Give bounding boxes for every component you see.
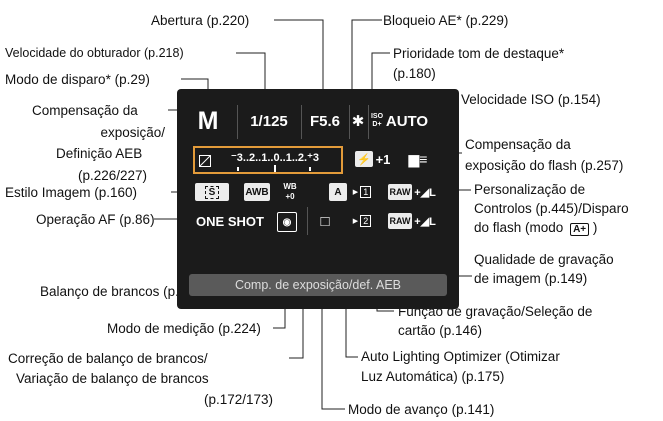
label-personalizacao-text: do flash (modo (474, 220, 564, 235)
label-abertura: Abertura (p.220) (151, 13, 250, 28)
wb-correction[interactable]: WB +0 (280, 180, 300, 204)
label-comp-flash-1: Compensação da (465, 137, 571, 152)
label-modo-disparo: Modo de disparo* (p.29) (5, 72, 150, 87)
white-balance[interactable]: AWB (244, 183, 270, 201)
label-estilo-imagem: Estilo Imagem (p.160) (5, 185, 138, 200)
auto-lighting-optimizer[interactable]: A (329, 183, 347, 201)
raw-badge-2[interactable]: RAW (388, 213, 412, 229)
label-operacao-af: Operação AF (p.86) (36, 212, 155, 227)
leader-abertura (274, 19, 324, 114)
label-comp-exposicao-4: (p.226/227) (78, 168, 148, 183)
label-comp-exposicao-2: exposição/ (100, 125, 165, 140)
ae-lock-icon: ✱ (351, 113, 365, 130)
label-auto-lighting-2: Luz Automática) (p.175) (361, 369, 505, 384)
flash-comp-icon[interactable]: ⚡ (355, 151, 373, 167)
label-comp-exposicao-1: Compensação da (32, 103, 138, 118)
label-correcao-bb-1: Correção de balanço de brancos/ (8, 351, 208, 366)
row4-divider (307, 207, 308, 235)
highlight-tone-priority-icon: ISO D+ (371, 108, 383, 134)
drive-mode[interactable]: □ (320, 212, 330, 230)
creative-auto-icon: A+ (570, 223, 590, 236)
label-balanco-brancos: Balanço de brancos (p.168) (40, 284, 206, 299)
label-modo-avanco: Modo de avanço (p.141) (348, 402, 495, 417)
image-quality-1[interactable]: +◢L (414, 186, 436, 199)
leader-bloqueio-ae (351, 19, 382, 114)
label-correcao-bb-2: Variação de balanço de brancos (16, 371, 209, 386)
label-comp-flash-2: exposição do flash (p.257) (465, 158, 624, 173)
af-operation[interactable]: ONE SHOT (196, 213, 264, 229)
label-comp-exposicao-3: Definição AEB (56, 146, 143, 161)
label-prioridade-tom: Prioridade tom de destaque* (393, 46, 565, 61)
picture-style-value: S (204, 185, 220, 199)
iso-prefix-bottom: D+ (372, 121, 382, 128)
row1-divider-1 (237, 105, 238, 139)
card-2-indicator[interactable]: ▶ 2 (349, 214, 375, 228)
iso-prefix-top: ISO (370, 113, 384, 120)
exposure-scale-text: ⁻3..2..1..0..1..2.⁺3 (230, 151, 320, 164)
exposure-comp-icon (199, 155, 211, 167)
aperture[interactable]: F5.6 (309, 112, 340, 130)
label-bloqueio-ae: Bloqueio AE* (p.229) (383, 13, 509, 28)
label-modo-medicao: Modo de medição (p.224) (107, 321, 261, 336)
iso-speed[interactable]: AUTO (385, 112, 429, 130)
exposure-comp-scale[interactable]: ⁻3..2..1..0..1..2.⁺3 (193, 146, 343, 174)
shooting-mode[interactable]: M (197, 106, 219, 135)
raw-badge-1[interactable]: RAW (388, 184, 412, 200)
wb-shift-bottom: +0 (285, 192, 295, 201)
label-qualidade-2: de imagem (p.149) (474, 271, 588, 286)
wb-shift-top: WB (283, 182, 297, 191)
card-1-box: 1 (360, 186, 372, 198)
label-auto-lighting-1: Auto Lighting Optimizer (Otimizar (361, 349, 560, 364)
label-correcao-bb-3: (p.172/173) (204, 392, 274, 407)
exposure-scale-ticks (237, 165, 311, 172)
setting-hint-bar: Comp. de exposição/def. AEB (189, 274, 447, 296)
label-velocidade-obturador: Velocidade do obturador (p.218) (5, 46, 184, 60)
custom-controls-icon[interactable]: ▆≡ (408, 150, 428, 167)
card-2-box: 2 (360, 215, 372, 227)
row1-divider-2 (301, 105, 302, 139)
card-arrow-icon-2: ▶ (352, 218, 359, 225)
row1-divider-3 (349, 105, 350, 139)
label-funcao-gravacao-2: cartão (p.146) (398, 323, 483, 338)
card-1-indicator[interactable]: ▶ 1 (349, 185, 375, 199)
flash-exposure-comp[interactable]: +1 (375, 151, 391, 167)
label-personalizacao-1: Personalização de (474, 182, 586, 197)
label-qualidade-1: Qualidade de gravação (474, 252, 614, 267)
label-personalizacao-3: do flash (modo A+ ) (474, 219, 597, 236)
card-arrow-icon: ▶ (352, 189, 359, 196)
row1-divider-4 (368, 105, 369, 139)
label-prioridade-tom-page: (p.180) (393, 66, 436, 81)
picture-style-icon[interactable]: S (195, 183, 229, 201)
label-personalizacao-close: ) (592, 220, 598, 235)
camera-quick-control-screen: M 1/125 F5.6 ✱ ISO D+ AUTO ⁻3..2..1..0..… (177, 89, 459, 309)
label-personalizacao-2: Controlos (p.445)/Disparo (474, 201, 629, 216)
label-velocidade-iso: Velocidade ISO (p.154) (461, 92, 601, 107)
shutter-speed[interactable]: 1/125 (250, 112, 288, 130)
metering-mode[interactable]: ◉ (277, 212, 297, 232)
image-quality-2[interactable]: +◢L (414, 215, 436, 228)
